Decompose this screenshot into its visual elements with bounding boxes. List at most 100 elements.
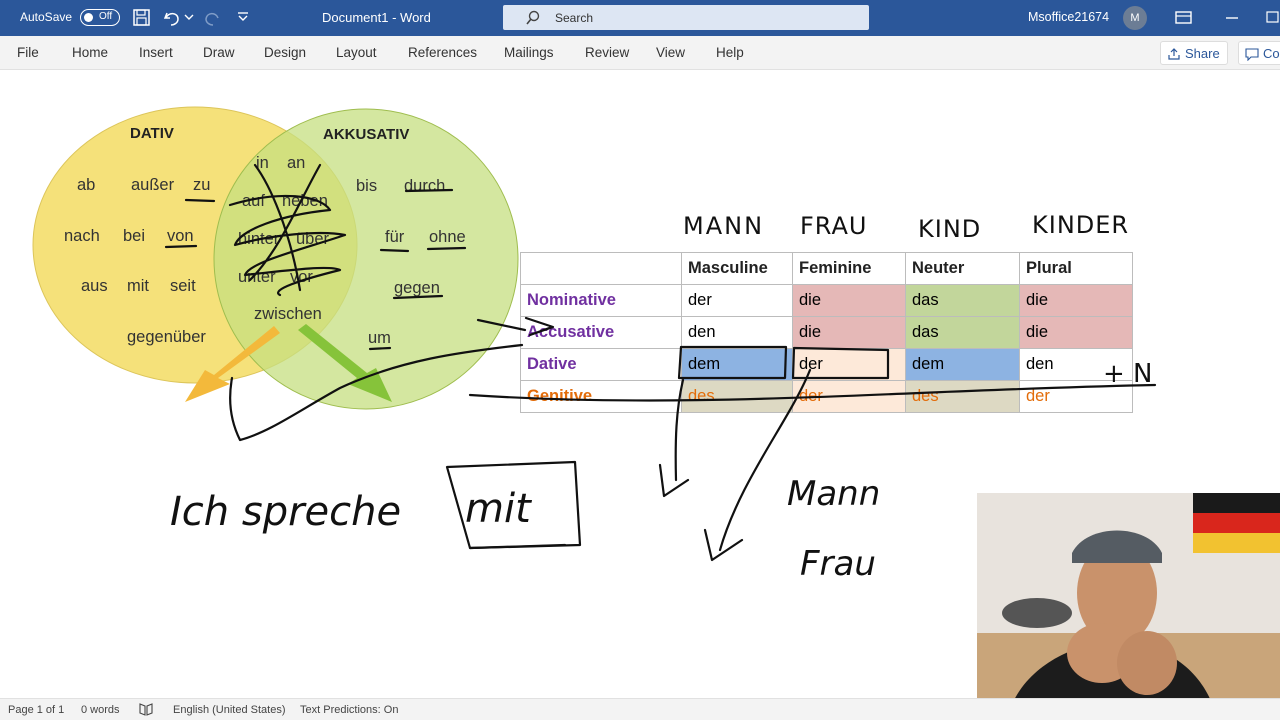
ribbon-display-options-icon[interactable]: [1175, 10, 1193, 26]
table-row: Dative dem der dem den: [520, 348, 1133, 381]
table-row: Nominative der die das die: [520, 284, 1133, 317]
proofing-icon[interactable]: [138, 702, 154, 717]
case-label: Accusative: [520, 316, 682, 349]
tab-file[interactable]: File: [17, 45, 39, 60]
venn-word: auf: [242, 192, 265, 210]
text-predictions[interactable]: Text Predictions: On: [300, 704, 399, 716]
table-cell: das: [905, 284, 1020, 317]
table-cell: den: [1019, 348, 1133, 381]
table-cell: des: [681, 380, 793, 413]
document-title: Document1 - Word: [322, 10, 431, 25]
table-cell: die: [792, 316, 906, 349]
venn-akkusativ-title: AKKUSATIV: [323, 126, 410, 143]
undo-icon[interactable]: [162, 8, 182, 28]
case-label: Dative: [520, 348, 682, 381]
webcam-video-frame: [977, 493, 1280, 720]
language[interactable]: English (United States): [173, 704, 286, 716]
ribbon-tabs: File Home Insert Draw Design Layout Refe…: [0, 36, 1280, 70]
tab-mailings[interactable]: Mailings: [504, 45, 554, 60]
case-label: Genitive: [520, 380, 682, 413]
tab-home[interactable]: Home: [72, 45, 109, 60]
table-cell: die: [1019, 316, 1133, 349]
undo-dropdown-icon[interactable]: [184, 12, 194, 22]
venn-word: mit: [127, 277, 149, 295]
table-cell: der: [681, 284, 793, 317]
venn-word: ab: [77, 176, 96, 194]
venn-word: aus: [81, 277, 108, 295]
venn-word: durch: [404, 177, 446, 195]
table-cell: dem: [905, 348, 1020, 381]
tab-view[interactable]: View: [656, 45, 686, 60]
venn-word: in: [256, 154, 269, 172]
status-bar: Page 1 of 1 0 words English (United Stat…: [0, 698, 1280, 720]
table-header: Masculine: [681, 252, 793, 285]
avatar[interactable]: M: [1123, 6, 1147, 30]
venn-word: über: [296, 230, 330, 248]
venn-word: zu: [193, 176, 211, 194]
word-count[interactable]: 0 words: [81, 704, 120, 716]
table-header: Plural: [1019, 252, 1133, 285]
redo-icon[interactable]: [202, 8, 222, 28]
table-row: Accusative den die das die: [520, 316, 1133, 349]
venn-word: außer: [131, 176, 175, 194]
search-icon: [526, 10, 540, 25]
table-cell: der: [1019, 380, 1133, 413]
venn-word: zwischen: [254, 305, 322, 323]
tab-draw[interactable]: Draw: [203, 45, 235, 60]
comments-button[interactable]: Co: [1238, 41, 1280, 65]
autosave-state: Off: [99, 11, 113, 22]
venn-word: seit: [170, 277, 196, 295]
venn-word: unter: [238, 268, 276, 286]
share-icon: [1168, 48, 1180, 60]
table-corner-cell: [520, 252, 682, 285]
customize-toolbar-icon[interactable]: [236, 10, 250, 24]
table-header-row: Masculine Feminine Neuter Plural: [520, 252, 1133, 285]
search-box[interactable]: Search: [503, 5, 869, 30]
comment-icon: [1245, 48, 1259, 61]
share-button[interactable]: Share: [1160, 41, 1228, 65]
table-cell: die: [792, 284, 906, 317]
autosave-toggle[interactable]: Off: [80, 9, 120, 26]
tab-insert[interactable]: Insert: [139, 45, 173, 60]
autosave-label: AutoSave: [20, 10, 73, 24]
venn-word: gegen: [394, 279, 440, 297]
tab-references[interactable]: References: [408, 45, 478, 60]
venn-dativ-title: DATIV: [130, 125, 174, 142]
article-table: Masculine Feminine Neuter Plural Nominat…: [520, 252, 1133, 413]
tab-help[interactable]: Help: [716, 45, 744, 60]
table-cell: der: [792, 348, 906, 381]
venn-word: vor: [290, 268, 313, 286]
table-cell: des: [905, 380, 1020, 413]
venn-word: nach: [64, 227, 100, 245]
tab-layout[interactable]: Layout: [336, 45, 377, 60]
share-label: Share: [1185, 46, 1220, 61]
venn-word: ohne: [429, 228, 466, 246]
webcam-overlay: [977, 493, 1280, 720]
page-count[interactable]: Page 1 of 1: [8, 704, 65, 716]
venn-word: bei: [123, 227, 146, 245]
venn-word: bis: [356, 177, 378, 195]
venn-word: um: [368, 329, 391, 347]
restore-icon[interactable]: [1265, 8, 1280, 26]
venn-word: hinter: [238, 230, 280, 248]
title-bar: AutoSave Off Document1 - Word Search Mso…: [0, 0, 1280, 36]
minimize-icon[interactable]: [1224, 10, 1240, 26]
table-cell: dem: [681, 348, 793, 381]
tab-design[interactable]: Design: [264, 45, 307, 60]
venn-word: neben: [282, 192, 328, 210]
table-row: Genitive des der des der: [520, 380, 1133, 413]
venn-word: für: [385, 228, 405, 246]
comments-label: Co: [1263, 46, 1280, 61]
table-header: Neuter: [905, 252, 1020, 285]
search-placeholder: Search: [555, 11, 594, 25]
table-cell: den: [681, 316, 793, 349]
save-icon[interactable]: [132, 8, 152, 28]
toggle-knob-icon: [84, 13, 93, 22]
table-header: Feminine: [792, 252, 906, 285]
table-cell: das: [905, 316, 1020, 349]
tab-review[interactable]: Review: [585, 45, 630, 60]
user-name[interactable]: Msoffice21674: [1028, 10, 1110, 24]
venn-word: von: [167, 227, 194, 245]
table-cell: die: [1019, 284, 1133, 317]
venn-word: an: [287, 154, 306, 172]
